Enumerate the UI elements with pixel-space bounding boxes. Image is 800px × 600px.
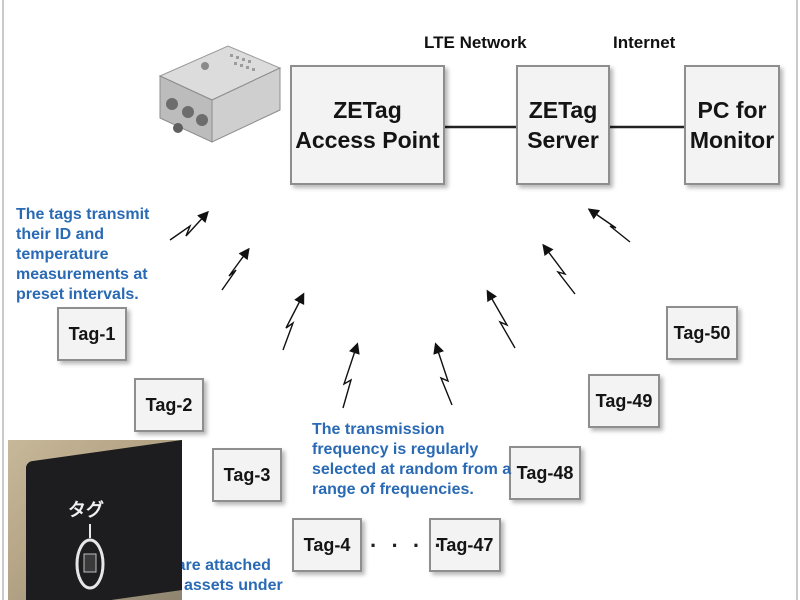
internet-label: Internet — [613, 33, 676, 52]
right-frame-edge — [796, 0, 798, 600]
tag-47-box: Tag-47 — [429, 518, 501, 572]
tag-4-box: Tag-4 — [292, 518, 362, 572]
asset-photo: タグ — [8, 440, 182, 600]
signal-zigzag-icon — [169, 210, 209, 241]
photo-tag-label: タグ — [68, 500, 104, 520]
signal-zigzag-icon — [542, 243, 576, 295]
tag-device-icon — [75, 524, 105, 590]
access-point-device-icon — [158, 45, 282, 143]
signal-zigzag-icon — [486, 289, 516, 349]
monitor-pc-node: PC for Monitor — [684, 65, 780, 185]
server-node: ZETag Server — [516, 65, 610, 185]
tag-2-box: Tag-2 — [134, 378, 204, 432]
tag-3-box: Tag-3 — [212, 448, 282, 502]
signal-zigzag-icon — [342, 342, 360, 409]
transmit-note: The tags transmit their ID and temperatu… — [16, 206, 150, 303]
tag-50-box: Tag-50 — [666, 306, 738, 360]
signal-zigzag-icon — [282, 292, 305, 351]
signal-zigzag-icon — [433, 342, 453, 406]
tag-49-box: Tag-49 — [588, 374, 660, 428]
lte-network-label: LTE Network — [424, 33, 527, 52]
signal-zigzag-icon — [221, 247, 250, 291]
frequency-note: The transmission frequency is regularly … — [312, 421, 512, 498]
tag-1-box: Tag-1 — [57, 307, 127, 361]
tag-48-box: Tag-48 — [509, 446, 581, 500]
left-frame-edge — [2, 0, 4, 600]
access-point-node: ZETag Access Point — [290, 65, 445, 185]
signal-zigzag-icon — [587, 208, 631, 243]
tag-range-ellipsis: · · · · — [370, 533, 446, 558]
